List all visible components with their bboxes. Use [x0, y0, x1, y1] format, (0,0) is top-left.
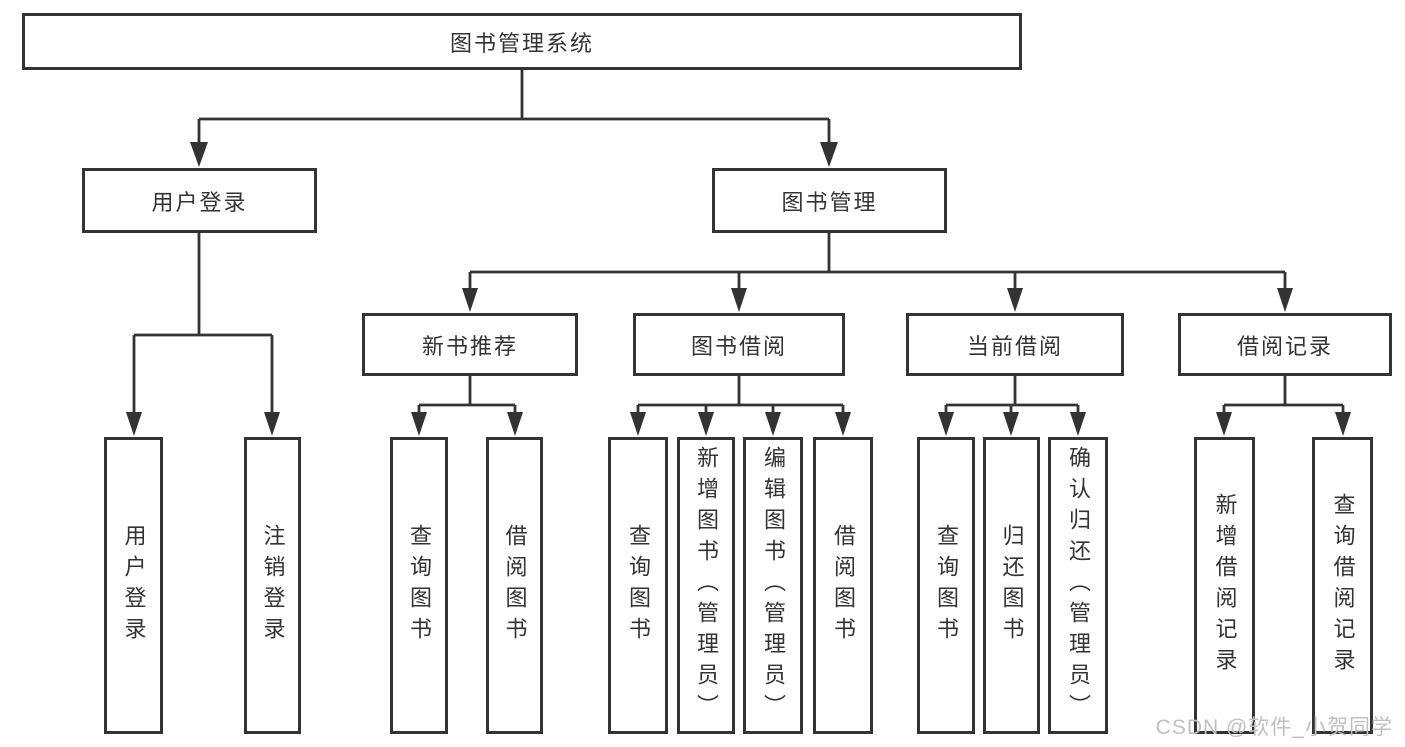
arrowheads	[126, 142, 1351, 436]
leaf-logout: 注销登录	[244, 437, 301, 734]
leaf-label: 查询图书	[407, 523, 432, 648]
leaf-label: 借阅图书	[502, 523, 528, 648]
node-borrowing-records: 借阅记录	[1178, 313, 1392, 376]
leaf-add-borrow-record: 新增借阅记录	[1194, 437, 1255, 734]
node-user-login: 用户登录	[82, 168, 317, 233]
leaf-query-books-borrowing: 查询图书	[608, 437, 668, 734]
node-library-management-system: 图书管理系统	[22, 13, 1022, 70]
node-new-book-recommendation: 新书推荐	[362, 313, 578, 376]
leaf-label: 注销登录	[260, 523, 286, 648]
leaf-label: 查询图书	[934, 523, 959, 648]
leaf-label: 用户登录	[121, 523, 147, 648]
leaf-label: 新增借阅记录	[1212, 492, 1238, 679]
leaf-user-login: 用户登录	[104, 437, 163, 734]
node-label: 图书管理	[781, 189, 878, 215]
node-book-management: 图书管理	[712, 168, 947, 233]
leaf-label: 新增图书（管理员）	[694, 446, 719, 725]
node-label: 借阅记录	[1236, 333, 1333, 359]
leaf-borrow-books-borrowing: 借阅图书	[813, 437, 873, 734]
leaf-query-borrow-record: 查询借阅记录	[1312, 437, 1373, 734]
node-label: 新书推荐	[421, 333, 518, 359]
leaf-confirm-return-admin: 确认归还（管理员）	[1048, 437, 1108, 734]
node-label: 用户登录	[151, 189, 248, 215]
node-label: 当前借阅	[966, 333, 1063, 359]
node-label: 图书管理系统	[449, 30, 594, 56]
leaf-label: 借阅图书	[831, 523, 856, 648]
leaf-add-books-admin: 新增图书（管理员）	[677, 437, 735, 734]
node-book-borrowing: 图书借阅	[633, 313, 845, 376]
leaf-borrow-books-recommend: 借阅图书	[486, 437, 543, 734]
leaf-query-books-current: 查询图书	[917, 437, 975, 734]
node-current-borrowing: 当前借阅	[906, 313, 1124, 376]
leaf-label: 归还图书	[999, 523, 1025, 648]
csdn-watermark: CSDN @软件_小贺同学	[1155, 716, 1393, 739]
leaf-label: 确认归还（管理员）	[1066, 446, 1091, 725]
leaf-query-books-recommend: 查询图书	[390, 437, 448, 734]
node-label: 图书借阅	[690, 333, 787, 359]
leaf-label: 查询图书	[626, 523, 651, 648]
leaf-label: 编辑图书（管理员）	[761, 446, 786, 725]
leaf-return-books: 归还图书	[983, 437, 1040, 734]
leaf-label: 查询借阅记录	[1330, 492, 1356, 679]
leaf-edit-books-admin: 编辑图书（管理员）	[743, 437, 803, 734]
